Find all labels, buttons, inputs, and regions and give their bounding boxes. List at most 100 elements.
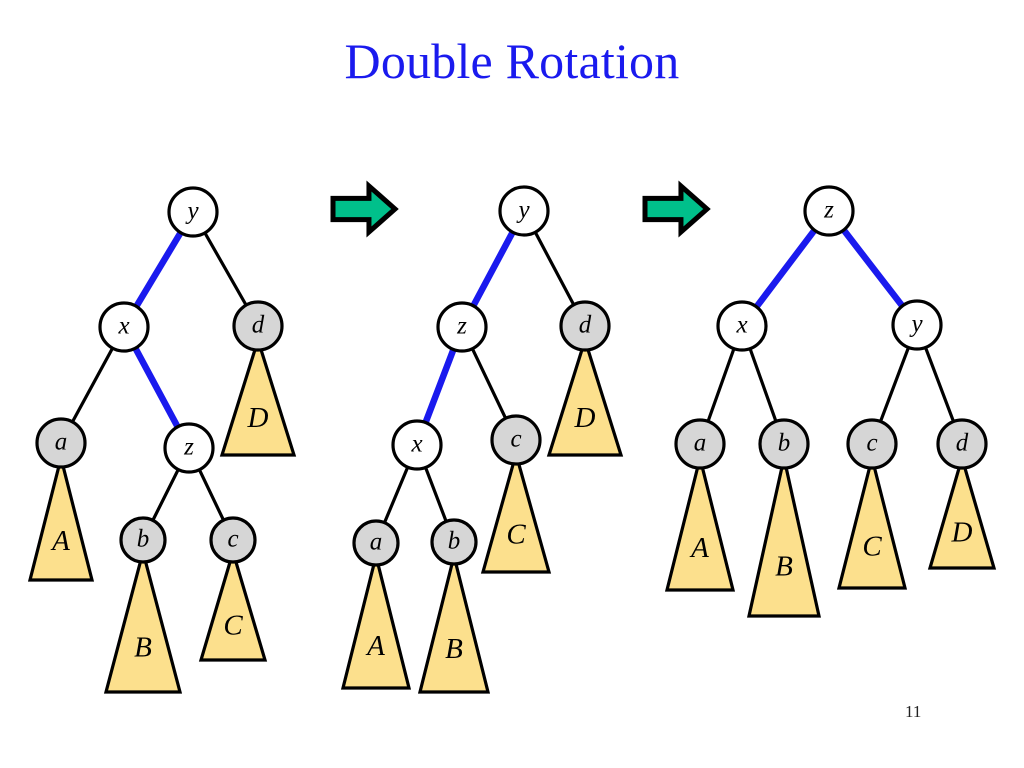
tree-node-x [391, 419, 443, 471]
nodes-group: z x y a b c d [674, 185, 988, 470]
subtree-triangle-C [480, 448, 552, 574]
tree-edge-x-a [382, 463, 411, 527]
tree-node-y [167, 186, 219, 238]
arrows-layer [330, 180, 711, 238]
tree-node-x [716, 300, 768, 352]
tree-node-label-a: a [370, 529, 383, 556]
tree-edge-z-c [469, 345, 509, 422]
subtree-triangle-D [546, 334, 624, 457]
subtree-label-C: C [223, 609, 243, 641]
tree-node-d [559, 300, 611, 352]
tree-node-label-z: z [456, 313, 467, 340]
tree-node-label-b: b [448, 528, 461, 555]
nodes-group: y z d x c a b [352, 185, 611, 567]
subtree-triangle-C [198, 546, 268, 662]
tree-edge-x-z-highlighted [131, 343, 182, 432]
tree-node-label-a: a [694, 430, 707, 457]
tree-edge-y-x-highlighted [132, 227, 185, 312]
subtree-label-C: C [506, 518, 526, 550]
subtree-triangle-A [27, 457, 95, 582]
tree-node-label-c: c [866, 430, 877, 457]
tree-node-y [891, 299, 943, 351]
tree-node-label-c: c [227, 526, 238, 553]
tree-node-label-d: d [956, 430, 969, 457]
subtree-label-B: B [775, 550, 793, 582]
tree-edge-z-c [196, 466, 226, 524]
transition-arrow-1 [330, 180, 399, 238]
edges-group [69, 227, 249, 524]
tree-node-label-z: z [183, 434, 194, 461]
tree-node-a [352, 519, 400, 567]
subtree-triangle-B [103, 545, 183, 694]
subtree-label-B: B [445, 633, 463, 665]
tree-node-label-d: d [252, 312, 265, 339]
tree-edge-z-x-highlighted [752, 225, 819, 312]
tree-edge-x-b [747, 345, 779, 425]
subtrees-group: D C A B [340, 334, 624, 694]
subtree-label-B: B [134, 632, 152, 664]
tree-edge-z-x-highlighted [421, 344, 458, 428]
tree-node-label-x: x [410, 431, 422, 458]
subtree-triangle-B [417, 555, 491, 694]
tree-edge-z-b [150, 466, 181, 524]
subtree-label-A: A [50, 525, 70, 557]
tree-edge-y-d [202, 229, 249, 309]
tree-node-a [35, 417, 87, 469]
tree-node-d [936, 418, 988, 470]
tree-node-z [163, 422, 215, 474]
subtrees-group: D A B C [27, 334, 297, 694]
subtree-label-A: A [365, 630, 385, 662]
tree-node-label-y: y [184, 198, 199, 225]
subtree-label-D: D [951, 517, 973, 549]
tree-node-b [119, 516, 167, 564]
tree-node-c [846, 418, 898, 470]
subtree-triangle-C [836, 457, 908, 590]
tree-node-label-b: b [778, 430, 791, 457]
tree-node-b [758, 418, 810, 470]
subtree-label-C: C [862, 531, 882, 563]
tree-node-c [490, 414, 542, 466]
edges-group [705, 225, 956, 426]
tree-node-label-y: y [515, 197, 530, 224]
subtrees-group: A B C D [664, 452, 997, 618]
page-title: Double Rotation [344, 33, 680, 89]
subtree-triangle-D [219, 334, 297, 457]
tree-edge-z-y-highlighted [839, 225, 907, 311]
edges-group [382, 227, 577, 527]
tree-node-label-d: d [579, 312, 592, 339]
subtree-triangle-A [340, 555, 412, 690]
tree-node-label-c: c [510, 426, 521, 453]
tree-node-label-x: x [735, 312, 747, 339]
tree-edge-x-a [705, 345, 737, 425]
tree-node-label-y: y [908, 311, 923, 338]
tree-node-label-z: z [823, 197, 834, 224]
tree-node-a [674, 418, 726, 470]
tree-edge-y-d [923, 343, 956, 426]
tree-node-y [498, 185, 550, 237]
tree-middle: D C A By z d x c a b [340, 185, 624, 694]
transition-arrow-2 [642, 180, 711, 238]
tree-edge-x-b [423, 463, 449, 525]
tree-node-b [430, 518, 478, 566]
subtree-label-D: D [574, 402, 596, 434]
subtree-label-A: A [689, 532, 709, 564]
tree-edge-x-a [69, 344, 116, 426]
page-number: 11 [905, 702, 922, 721]
tree-edge-y-z-highlighted [469, 227, 517, 311]
tree-after: A B C Dz x y a b c d [664, 185, 997, 618]
tree-node-label-x: x [117, 313, 129, 340]
tree-edge-y-c [878, 343, 911, 426]
tree-edge-y-d [532, 228, 577, 309]
tree-node-z [436, 301, 488, 353]
tree-node-label-a: a [55, 429, 68, 456]
subtree-label-D: D [247, 402, 269, 434]
tree-node-c [209, 516, 257, 564]
tree-node-z [803, 185, 855, 237]
tree-node-x [98, 301, 150, 353]
subtree-triangle-B [747, 457, 821, 618]
